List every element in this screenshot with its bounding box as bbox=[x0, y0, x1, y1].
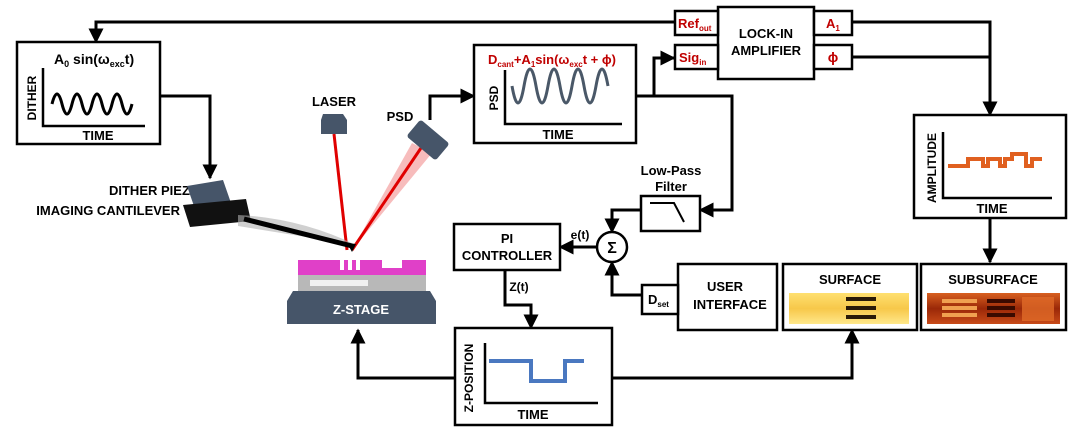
psd-wave bbox=[510, 67, 610, 105]
lockin-title-line1: LOCK-IN bbox=[739, 26, 793, 41]
zt-label: Z(t) bbox=[509, 280, 528, 294]
dither-to-piezo-line bbox=[160, 94, 218, 180]
dither-piezo-label: DITHER PIEZO bbox=[109, 183, 200, 198]
zpos-xlabel: TIME bbox=[517, 407, 548, 422]
amplitude-plot-box: AMPLITUDE TIME bbox=[912, 113, 1068, 220]
psd-plot-box: Dcant+A1sin(ωexct + ϕ) PSD TIME bbox=[472, 43, 638, 145]
phi-label: ϕ bbox=[828, 49, 839, 65]
user-interface: USER INTERFACE Dset bbox=[640, 262, 779, 332]
psd-to-lowpass-line bbox=[654, 94, 734, 218]
surface-image-box: SURFACE bbox=[781, 262, 919, 332]
optics: LASER PSD bbox=[312, 94, 449, 251]
lowpass-filter: Low-Pass Filter bbox=[639, 163, 702, 233]
a1-port bbox=[812, 9, 854, 37]
sig-in-label: Sigin bbox=[679, 50, 706, 67]
pi-line1: PI bbox=[501, 231, 513, 246]
amplitude-ylabel: AMPLITUDE bbox=[925, 133, 939, 203]
subsurface-title: SUBSURFACE bbox=[948, 272, 1038, 287]
cantilever-holder bbox=[183, 199, 251, 227]
reflected-beam bbox=[350, 147, 423, 251]
pi-line2: CONTROLLER bbox=[462, 248, 553, 263]
cantilever-assembly: DITHER PIEZO IMAGING CANTILEVER bbox=[36, 180, 356, 252]
laser-beam bbox=[332, 133, 349, 251]
zpos-trace bbox=[489, 359, 584, 383]
amplitude-trace bbox=[948, 152, 1042, 168]
lowpass-label-line2: Filter bbox=[655, 179, 687, 194]
zpos-ylabel: Z-POSITION bbox=[462, 344, 476, 413]
a1-to-amplitude-line bbox=[852, 20, 998, 117]
psd-formula: Dcant+A1sin(ωexct + ϕ) bbox=[488, 52, 616, 69]
summing-junction: Σ e(t) bbox=[571, 228, 629, 264]
pi-to-zpos-line bbox=[503, 270, 539, 330]
dset-label: Dset bbox=[648, 292, 669, 309]
sig-in-port bbox=[673, 43, 720, 71]
amplitude-xlabel: TIME bbox=[976, 201, 1007, 216]
lockin-amplifier: LOCK-IN AMPLIFIER Refout Sigin A1 ϕ bbox=[673, 5, 854, 81]
sample-film bbox=[298, 260, 426, 275]
cantilever-beam bbox=[243, 216, 353, 249]
zpos-to-stage-line bbox=[350, 328, 455, 380]
dither-ylabel: DITHER bbox=[25, 75, 39, 120]
pi-controller: PI CONTROLLER Z(t) bbox=[452, 222, 562, 294]
ref-to-dither-line bbox=[88, 20, 675, 44]
cantilever-label: IMAGING CANTILEVER bbox=[36, 203, 180, 218]
psd-xlabel: TIME bbox=[542, 127, 573, 142]
psd-ylabel: PSD bbox=[487, 85, 501, 110]
sample-stage: Z-STAGE bbox=[287, 260, 436, 324]
lowpass-box bbox=[639, 194, 702, 233]
psd-sensor-label: PSD bbox=[387, 109, 414, 124]
surface-title: SURFACE bbox=[819, 272, 881, 287]
z-stage bbox=[287, 291, 436, 324]
lowpass-to-sigma-line bbox=[604, 208, 641, 234]
user-line1: USER bbox=[707, 279, 744, 294]
subsurface-image-box: SUBSURFACE bbox=[919, 262, 1068, 332]
ref-out-port bbox=[673, 9, 720, 37]
dither-box: A0 sin(ωexct) DITHER TIME bbox=[15, 40, 162, 146]
psd-to-sigin-line bbox=[636, 50, 676, 98]
error-label: e(t) bbox=[571, 228, 590, 242]
user-line2: INTERFACE bbox=[693, 297, 767, 312]
ref-out-label: Refout bbox=[678, 16, 712, 33]
laser-source bbox=[321, 114, 347, 134]
dither-xlabel: TIME bbox=[82, 128, 113, 143]
lockin-box bbox=[716, 5, 816, 81]
psd-sensor bbox=[407, 120, 449, 160]
phi-port bbox=[812, 43, 854, 71]
dither-formula: A0 sin(ωexct) bbox=[54, 51, 134, 69]
psd-to-plot-line bbox=[428, 88, 476, 120]
reflected-beam-cone bbox=[352, 143, 432, 250]
cantilever-tip bbox=[347, 243, 356, 252]
lowpass-response-icon bbox=[650, 202, 685, 223]
laser-label: LASER bbox=[312, 94, 357, 109]
lockin-title-line2: AMPLIFIER bbox=[731, 43, 802, 58]
dset-to-sigma-line bbox=[604, 260, 642, 297]
zpos-plot-box: Z-POSITION TIME bbox=[453, 326, 614, 427]
dither-wave bbox=[50, 92, 134, 116]
a1-label: A1 bbox=[826, 16, 840, 33]
dset-port bbox=[640, 283, 680, 316]
connection-lines bbox=[88, 20, 998, 380]
sigma-symbol: Σ bbox=[607, 240, 617, 257]
lowpass-label-line1: Low-Pass bbox=[641, 163, 702, 178]
buried-feature bbox=[310, 280, 368, 286]
z-stage-label: Z-STAGE bbox=[333, 302, 389, 317]
zpos-to-surface-line bbox=[612, 328, 860, 380]
